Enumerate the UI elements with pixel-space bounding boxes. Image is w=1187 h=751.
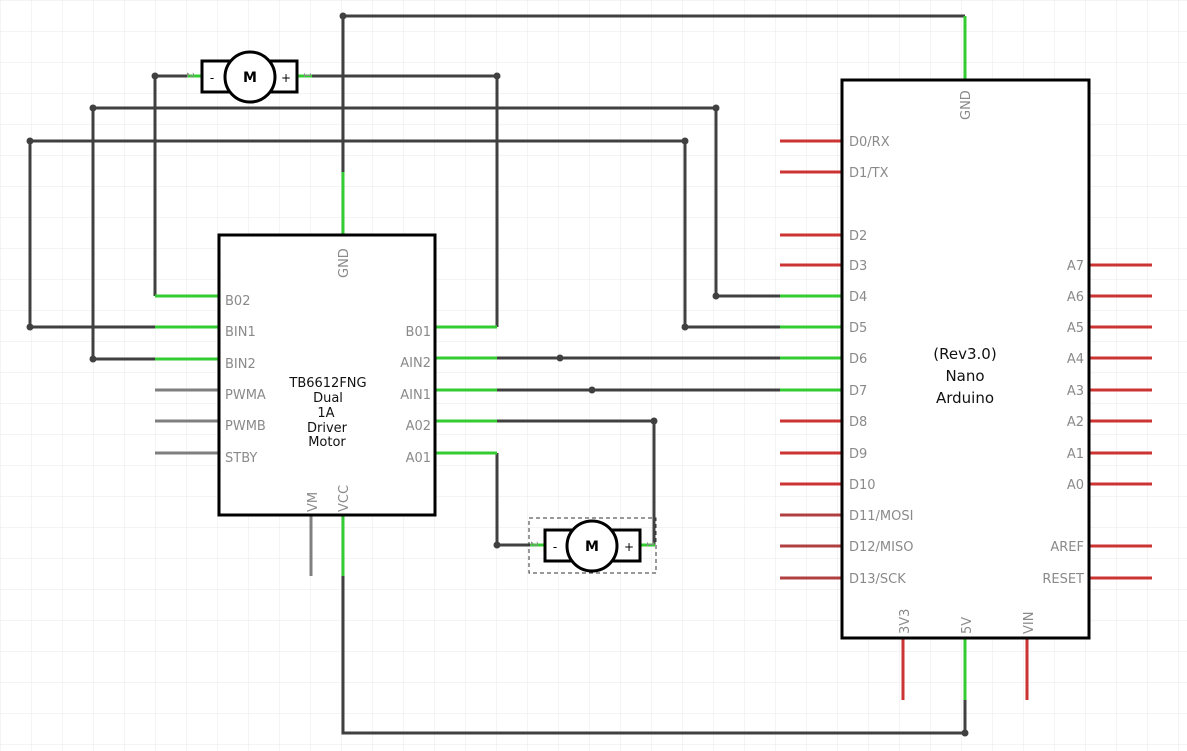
dc-motor-top[interactable]: M - + 2 1 xyxy=(184,50,312,104)
motor-bottom-minus: - xyxy=(553,540,557,554)
arduino-pin-label-d9: D9 xyxy=(849,447,867,462)
arduino-right-pins xyxy=(1089,263,1152,580)
arduino-body[interactable] xyxy=(840,78,1091,640)
junction-dot xyxy=(681,137,689,145)
driver-name-line-4: Driver xyxy=(307,421,348,436)
junction-dot xyxy=(493,541,501,549)
driver-pin-label-b01: B01 xyxy=(406,325,431,340)
arduino-pin-label-d13-sck: D13/SCK xyxy=(849,572,906,587)
junction-dot xyxy=(681,323,689,331)
motor-bottom-symbol-circle xyxy=(565,519,619,573)
motor-top-pin-label-1: 1 xyxy=(301,72,312,78)
arduino-pin-label-a7: A7 xyxy=(1067,259,1084,274)
arduino-pin-label-gnd: GND xyxy=(959,90,974,120)
motor-driver-part[interactable]: GND B02 BIN1 BIN2 PWMA PWMB STBY B01 AIN… xyxy=(155,172,497,576)
arduino-name-line-3: Arduino xyxy=(936,389,994,407)
junction-dot xyxy=(961,729,969,737)
driver-pin-label-bin2: BIN2 xyxy=(225,357,256,372)
junction-dot xyxy=(556,354,564,362)
junctions xyxy=(26,12,969,737)
arduino-pin-label-3v3: 3V3 xyxy=(898,609,913,634)
motor-bottom-symbol: M xyxy=(585,539,599,555)
arduino-pin-label-d12-miso: D12/MISO xyxy=(849,540,913,555)
arduino-nano-part[interactable]: GND D0/RX D1/TX D2D3D4D5D6D7D8D9D10D11/MOS… xyxy=(780,16,1152,700)
motor-top-symbol: M xyxy=(243,70,257,86)
arduino-pin-label-a1: A1 xyxy=(1067,447,1084,462)
driver-pin-label-ain1: AIN1 xyxy=(400,388,431,403)
driver-pin-label-pwma: PWMA xyxy=(225,388,266,403)
motor-top-pin-label-2: 2 xyxy=(184,72,195,78)
arduino-pin-label-vin: VIN xyxy=(1022,612,1037,634)
arduino-pin-label-a5: A5 xyxy=(1067,321,1084,336)
arduino-pin-label-d10: D10 xyxy=(849,478,876,493)
motor-top-symbol-circle xyxy=(223,50,277,104)
junction-dot xyxy=(89,104,97,112)
motor-bottom-pin-label-1: 1 xyxy=(644,541,655,547)
junction-dot xyxy=(26,323,34,331)
driver-pin-label-pwmb: PWMB xyxy=(225,419,266,434)
arduino-pin-label-d4: D4 xyxy=(849,290,867,305)
driver-name-line-2: Dual xyxy=(313,391,343,406)
arduino-pin-label-d11-mosi: D11/MOSI xyxy=(849,509,913,524)
junction-dot xyxy=(151,72,159,80)
arduino-pin-label-d8: D8 xyxy=(849,415,867,430)
driver-pin-label-vcc: VCC xyxy=(337,485,352,512)
selection-box xyxy=(528,517,657,574)
driver-pin-label-gnd: GND xyxy=(337,248,352,278)
arduino-name-line-2: Nano xyxy=(945,367,984,385)
arduino-name-line-1: (Rev3.0) xyxy=(933,345,996,363)
arduino-pin-label-a2: A2 xyxy=(1067,415,1084,430)
driver-pin-label-vm: VM xyxy=(306,492,321,512)
arduino-left-pins xyxy=(780,139,842,580)
junction-dot xyxy=(712,104,720,112)
driver-pin-label-bin1: BIN1 xyxy=(225,325,256,340)
wire-bin2-d4[interactable] xyxy=(91,106,780,361)
arduino-pin-label-a4: A4 xyxy=(1067,352,1084,367)
arduino-pin-label-d0-rx: D0/RX xyxy=(849,135,890,150)
arduino-pin-label-5v: 5V xyxy=(960,617,975,634)
motor-top-plus: + xyxy=(281,71,291,85)
motor-bottom-plus: + xyxy=(624,540,634,554)
arduino-pin-label-a3: A3 xyxy=(1067,384,1084,399)
driver-body[interactable] xyxy=(217,233,437,517)
junction-dot xyxy=(650,417,658,425)
wire-vcc-5v[interactable] xyxy=(341,576,967,735)
driver-pin-label-b02: B02 xyxy=(225,294,250,309)
junction-dot xyxy=(339,12,347,20)
driver-name-line-5: Motor xyxy=(308,435,346,450)
driver-pin-label-ain2: AIN2 xyxy=(400,356,431,371)
arduino-pin-label-d2: D2 xyxy=(849,229,867,244)
junction-dot xyxy=(493,72,501,80)
junction-dot xyxy=(712,292,720,300)
arduino-pin-label-d3: D3 xyxy=(849,259,867,274)
motor-top-minus: - xyxy=(210,71,214,85)
driver-name-line-3: 1A xyxy=(317,406,334,421)
wire-bin1-d5[interactable] xyxy=(28,139,780,329)
arduino-pin-label-d1-tx: D1/TX xyxy=(849,166,889,181)
dc-motor-bottom[interactable]: M - + 2 1 xyxy=(528,517,657,574)
junction-dot xyxy=(89,355,97,363)
junction-dot xyxy=(588,386,596,394)
driver-pin-label-a02: A02 xyxy=(406,419,431,434)
arduino-pin-label-reset: RESET xyxy=(1042,572,1084,587)
arduino-pin-label-a6: A6 xyxy=(1067,290,1084,305)
driver-pin-label-a01: A01 xyxy=(406,451,431,466)
driver-pin-label-stby: STBY xyxy=(225,451,257,466)
arduino-pin-label-a0: A0 xyxy=(1067,478,1084,493)
arduino-pin-label-aref: AREF xyxy=(1050,540,1084,555)
arduino-pin-label-d7: D7 xyxy=(849,384,867,399)
arduino-pin-label-d5: D5 xyxy=(849,321,867,336)
driver-name-line-1: TB6612FNG xyxy=(288,376,366,391)
motor-bottom-pin-label-2: 2 xyxy=(528,541,539,547)
junction-dot xyxy=(26,137,34,145)
arduino-pin-label-d6: D6 xyxy=(849,352,867,367)
